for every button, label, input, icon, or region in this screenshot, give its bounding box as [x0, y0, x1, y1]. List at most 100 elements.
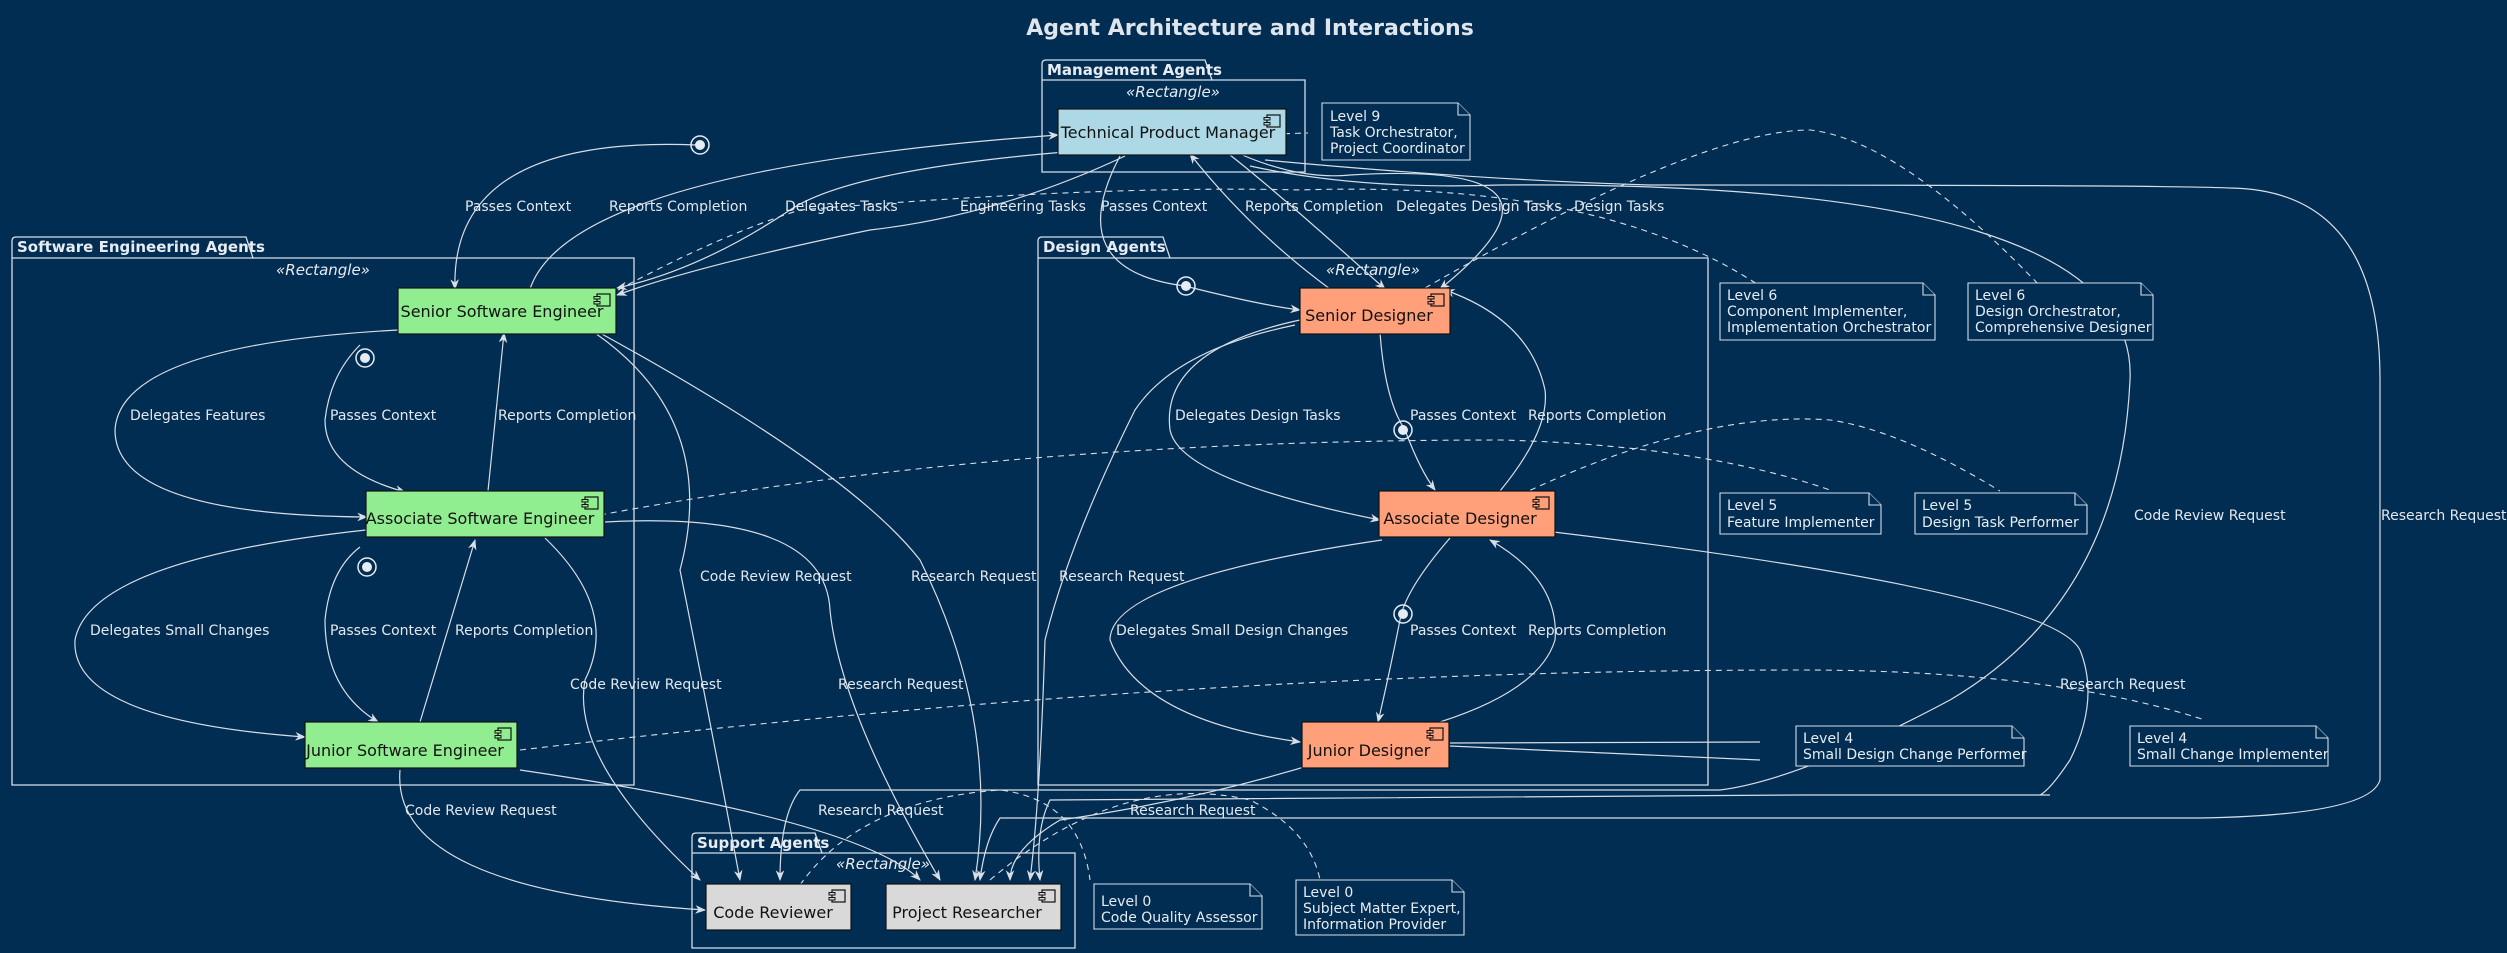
edge-sse-tpm-completion — [529, 131, 1060, 290]
note-tpm: Level 9 Task Orchestrator, Project Coord… — [1321, 102, 1471, 161]
label-passes-context-3: Passes Context — [330, 408, 437, 424]
stereotype-management: «Rectangle» — [1126, 83, 1220, 101]
label-delegates-small-changes: Delegates Small Changes — [90, 623, 269, 639]
note-ad-line-1: Level 5 — [1922, 498, 1972, 514]
interface-markers — [355, 135, 1413, 624]
component-icons — [494, 114, 1550, 903]
component-junior-software-engineer[interactable]: Junior Software Engineer — [304, 721, 518, 769]
component-label-ad: Associate Designer — [1383, 509, 1537, 528]
label-delegates-small-design-changes: Delegates Small Design Changes — [1116, 623, 1348, 639]
note-jse-line-1: Level 4 — [2137, 731, 2187, 747]
note-sse-line-2: Component Implementer, — [1727, 304, 1907, 320]
component-associate-designer[interactable]: Associate Designer — [1378, 490, 1556, 538]
edge-sse-cr-review — [594, 332, 743, 882]
component-label-tpm: Technical Product Manager — [1060, 123, 1276, 142]
edge-tpm-cr-review — [775, 165, 2131, 882]
note-link-ad — [1519, 418, 2001, 496]
edge-ase-jse-small-changes — [74, 529, 367, 741]
stereotype-engineering: «Rectangle» — [276, 261, 370, 279]
label-engineering-tasks: Engineering Tasks — [960, 199, 1086, 215]
label-passes-context-5: Passes Context — [330, 623, 437, 639]
component-glyph-icon — [1532, 496, 1550, 510]
component-senior-designer[interactable]: Senior Designer — [1299, 287, 1451, 335]
edge-tpm-sse-delegates — [615, 151, 1066, 291]
stereotype-support: «Rectangle» — [836, 855, 930, 873]
label-research-request-jd: Research Request — [1130, 803, 1256, 819]
component-label-sse: Senior Software Engineer — [401, 302, 604, 321]
note-sd: Level 6 Design Orchestrator, Comprehensi… — [1967, 282, 2154, 341]
component-label-jse: Junior Software Engineer — [305, 741, 504, 760]
label-reports-completion-6: Reports Completion — [1528, 623, 1666, 639]
label-reports-completion-5: Reports Completion — [455, 623, 593, 639]
interface-tpm-sd — [1176, 276, 1196, 296]
component-associate-software-engineer[interactable]: Associate Software Engineer — [365, 490, 605, 538]
label-delegates-features: Delegates Features — [130, 408, 265, 424]
component-code-reviewer[interactable]: Code Reviewer — [705, 883, 852, 931]
package-management: Management Agents «Rectangle» — [1041, 59, 1306, 173]
note-cr-line-1: Level 0 — [1101, 894, 1151, 910]
note-tpm-line-3: Project Coordinator — [1330, 141, 1465, 157]
edge-tpm-sse-context — [450, 143, 698, 291]
label-reports-completion-3: Reports Completion — [498, 408, 636, 424]
note-ad: Level 5 Design Task Performer — [1914, 492, 2088, 535]
interface-ase-jse — [357, 557, 377, 577]
label-research-request-tpm: Research Request — [2381, 508, 2507, 524]
label-research-request-ase: Research Request — [838, 677, 964, 693]
label-passes-context-4: Passes Context — [1410, 408, 1517, 424]
components: Technical Product Manager Senior Softwar… — [304, 108, 1556, 931]
edge-tpm-sd-tasks — [1239, 153, 1503, 290]
package-design: Design Agents «Rectangle» — [1037, 236, 1709, 786]
note-link-jse — [519, 669, 2206, 751]
edge-ad-sd-completion — [1443, 289, 1547, 492]
component-glyph-icon — [828, 889, 846, 903]
component-label-cr: Code Reviewer — [713, 903, 833, 922]
note-jse: Level 4 Small Change Implementer — [2129, 725, 2329, 767]
label-reports-completion-2: Reports Completion — [1245, 199, 1383, 215]
label-delegates-tasks: Delegates Tasks — [785, 199, 898, 215]
note-sse: Level 6 Component Implementer, Implement… — [1719, 282, 1936, 341]
note-sd-line-2: Design Orchestrator, — [1975, 304, 2121, 320]
component-label-sd: Senior Designer — [1305, 306, 1433, 325]
interface-ad-jd — [1393, 604, 1413, 624]
component-glyph-icon — [1038, 889, 1056, 903]
note-jse-line-2: Small Change Implementer — [2137, 747, 2329, 763]
label-research-request-sd: Research Request — [1059, 569, 1185, 585]
edge-tpm-sse-engineering — [615, 155, 1126, 296]
edge-sse-pr-research — [599, 332, 982, 882]
note-jd-line-2: Small Design Change Performer — [1803, 747, 2027, 763]
note-tpm-line-2: Task Orchestrator, — [1329, 125, 1458, 141]
edge-labels: Passes Context Reports Completion Delega… — [90, 199, 2507, 819]
note-link-jd — [1449, 741, 1761, 744]
component-project-researcher[interactable]: Project Researcher — [885, 883, 1062, 931]
note-cr: Level 0 Code Quality Assessor — [1093, 883, 1263, 930]
interface-tpm-sse — [690, 135, 710, 155]
note-link-ase — [599, 439, 1831, 516]
note-ase-line-2: Feature Implementer — [1727, 515, 1875, 531]
label-code-review-request-sse: Code Review Request — [700, 569, 852, 585]
label-reports-completion-4: Reports Completion — [1528, 408, 1666, 424]
component-senior-software-engineer[interactable]: Senior Software Engineer — [397, 287, 617, 335]
package-engineering: Software Engineering Agents «Rectangle» — [11, 236, 635, 786]
note-sd-line-3: Comprehensive Designer — [1975, 320, 2152, 336]
interface-sd-ad — [1393, 420, 1413, 440]
note-jd-line-1: Level 4 — [1803, 731, 1853, 747]
component-glyph-icon — [494, 727, 512, 741]
edge-ase-sse-completion — [487, 331, 508, 492]
note-sse-line-3: Implementation Orchestrator — [1727, 320, 1931, 336]
edge-ad-jd-context — [1376, 537, 1451, 724]
package-title-design: Design Agents — [1043, 238, 1166, 256]
edge-ase-cr-review — [544, 537, 701, 881]
component-glyph-icon — [581, 496, 599, 510]
edge-sd-pr-research — [1026, 324, 1296, 882]
component-junior-designer[interactable]: Junior Designer — [1301, 721, 1450, 769]
component-technical-product-manager[interactable]: Technical Product Manager — [1057, 108, 1287, 156]
edge-jse-pr-research — [519, 769, 921, 881]
edge-sd-tpm-completion — [1189, 153, 1331, 290]
note-pr-line-1: Level 0 — [1303, 885, 1353, 901]
note-sse-line-1: Level 6 — [1727, 288, 1777, 304]
component-glyph-icon — [1426, 727, 1444, 741]
note-link-sse — [617, 188, 1761, 291]
note-link-pr — [989, 793, 1321, 881]
